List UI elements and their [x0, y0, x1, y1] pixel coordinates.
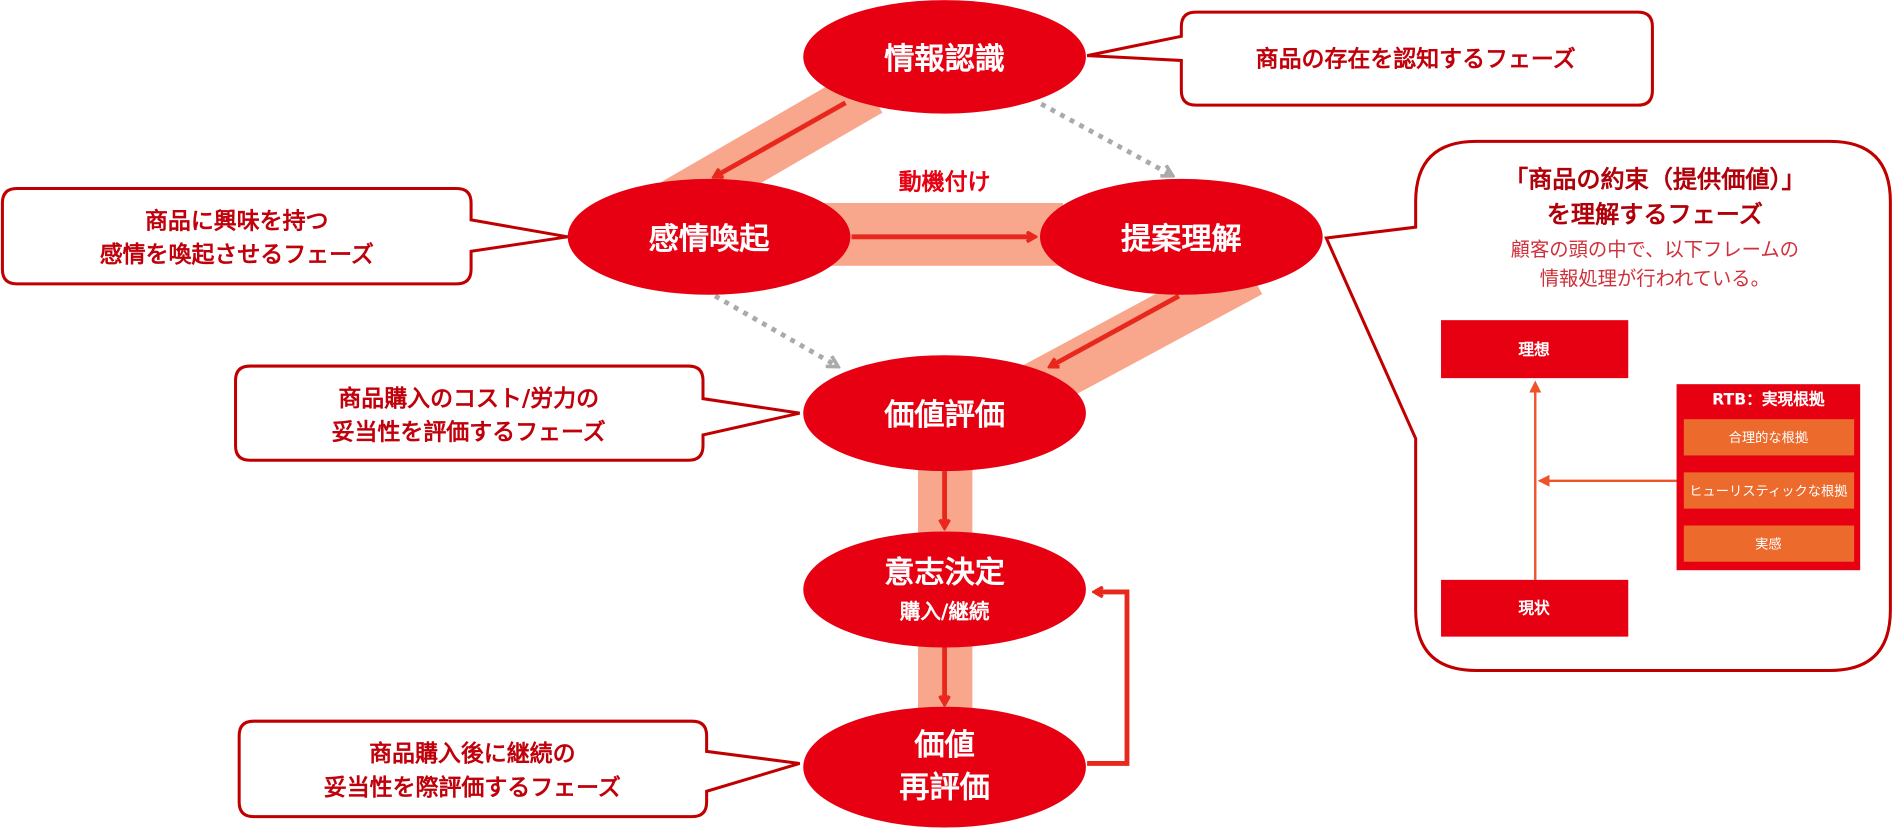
node-emotion[interactable]: 感情喚起	[567, 178, 851, 295]
callout-text: 商品購入のコスト/労力の	[338, 385, 599, 412]
callout-text: 商品の存在を認知するフェーズ	[1256, 45, 1576, 72]
callout-text: 感情を喚起させるフェーズ	[100, 241, 374, 268]
understanding-detail-panel: 「商品の約束（提供価値）」 を理解するフェーズ 顧客の頭の中で、以下フレームの …	[1324, 139, 1892, 672]
callout-evaluation: 商品購入のコスト/労力の 妥当性を評価するフェーズ	[234, 364, 800, 462]
rtb-title: RTB：実現根拠	[1712, 390, 1825, 409]
node-label: 価値	[913, 728, 974, 763]
node-label: 価値評価	[883, 397, 1005, 433]
box-current: 現状	[1441, 579, 1629, 637]
callout-text: 商品に興味を持つ	[145, 207, 329, 234]
callout-awareness: 商品の存在を認知するフェーズ	[1086, 10, 1654, 107]
callout-reevaluation: 商品購入後に継続の 妥当性を際評価するフェーズ	[237, 719, 801, 819]
node-label: 提案理解	[1121, 221, 1242, 257]
rtb-item	[1683, 472, 1855, 509]
band-emotion-understanding	[821, 202, 1063, 266]
panel-title: 「商品の約束（提供価値）」	[1504, 165, 1806, 193]
edge-label-motivation: 動機付け	[899, 170, 991, 196]
arrow-understanding-evaluation	[1051, 293, 1181, 366]
dotted-arrow-awareness-understanding	[1040, 101, 1171, 175]
node-decision[interactable]: 意志決定 購入/継続	[803, 531, 1086, 648]
arrow-awareness-emotion	[715, 100, 847, 177]
rtb-item-label: 実感	[1755, 535, 1782, 552]
callout-emotion: 商品に興味を持つ 感情を喚起させるフェーズ	[0, 186, 568, 286]
dotted-arrow-emotion-evaluation	[713, 293, 837, 366]
flow-arrows	[715, 100, 1181, 766]
arrow-reevaluation-loop	[1087, 592, 1130, 766]
panel-subtitle: 顧客の頭の中で、以下フレームの	[1511, 238, 1799, 261]
box-label: 現状	[1518, 599, 1550, 618]
box-label: 理想	[1518, 340, 1550, 359]
node-label: 再評価	[899, 769, 990, 805]
rtb-item-label: 合理的な根拠	[1729, 430, 1809, 446]
rtb-item	[1683, 419, 1855, 456]
box-rtb: RTB：実現根拠 合理的な根拠 ヒューリスティックな根拠 実感	[1676, 384, 1861, 571]
box-ideal: 理想	[1441, 320, 1629, 379]
node-evaluation[interactable]: 価値評価	[803, 355, 1086, 472]
node-label: 情報認識	[884, 41, 1005, 77]
panel-title: を理解するフェーズ	[1547, 200, 1763, 228]
node-understanding[interactable]: 提案理解	[1040, 178, 1323, 295]
node-reevaluation[interactable]: 価値 再評価	[803, 706, 1086, 828]
callout-text: 妥当性を評価するフェーズ	[332, 419, 606, 446]
rtb-item-label: ヒューリスティックな根拠	[1689, 483, 1847, 499]
callout-text: 妥当性を際評価するフェーズ	[324, 774, 621, 801]
node-label: 意志決定	[884, 554, 1005, 590]
node-awareness[interactable]: 情報認識	[803, 0, 1086, 114]
node-label: 感情喚起	[649, 222, 771, 257]
callout-text: 商品購入後に継続の	[369, 740, 575, 767]
rtb-item	[1683, 525, 1855, 562]
panel-subtitle: 情報処理が行われている。	[1540, 267, 1770, 290]
node-sublabel: 購入/継続	[900, 600, 990, 624]
